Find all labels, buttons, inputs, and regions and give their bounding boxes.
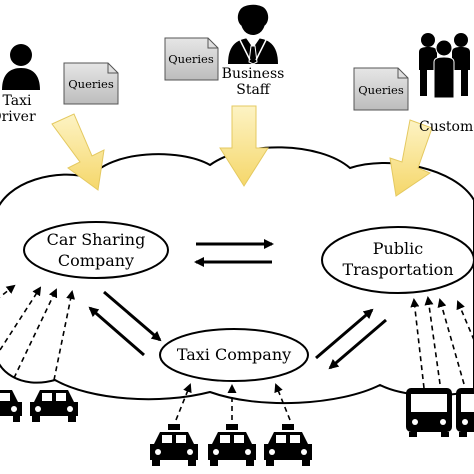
- dashed-arrow-taxi1: [175, 383, 192, 421]
- dashed-arrow-taxi3: [274, 383, 291, 421]
- customers-label: Customers: [419, 119, 474, 135]
- dashed-arrow-car0: [0, 284, 16, 298]
- queries-doc-right: Queries: [353, 67, 409, 111]
- dashed-arrow-bus-c: [437, 298, 465, 385]
- taxi-company-node: Taxi Company: [159, 328, 309, 382]
- query-arrow-left: [51, 113, 105, 191]
- arrow-taxi-to-carsharing: [88, 306, 145, 357]
- arrow-taxi-to-public: [315, 308, 374, 360]
- taxi-driver-label-line1: Taxi: [3, 93, 32, 109]
- business-staff-label-line2: Staff: [236, 82, 271, 98]
- dashed-arrow-car2: [53, 290, 76, 381]
- public-transportation-label-line2: Trasportation: [342, 260, 453, 279]
- dashed-arrow-bus-a: [410, 298, 425, 389]
- car-sharing-company-node: Car Sharing Company: [23, 221, 169, 279]
- query-arrow-right: [389, 119, 433, 197]
- taxi-icon: [208, 424, 256, 466]
- dashed-arrow-car1-a: [0, 286, 42, 351]
- taxi-driver-label-line2: Driver: [0, 109, 36, 125]
- queries-label-right: Queries: [358, 83, 404, 97]
- car-icon: [0, 390, 22, 422]
- car-icon: [30, 390, 78, 422]
- car-sharing-label-line2: Company: [58, 251, 134, 270]
- queries-doc-center: Queries: [164, 37, 219, 81]
- public-transportation-label-line1: Public: [373, 239, 424, 258]
- business-staff-label-line1: Business: [222, 66, 285, 82]
- person-icon: [2, 44, 40, 90]
- car-sharing-label-line1: Car Sharing: [47, 230, 146, 249]
- businessman-icon: [228, 4, 278, 65]
- queries-doc-left: Queries: [63, 62, 119, 105]
- arrow-carsharing-to-taxi: [103, 290, 162, 342]
- queries-label-center: Queries: [168, 52, 214, 66]
- dashed-arrow-bus-b: [424, 296, 441, 385]
- arrow-public-to-taxi: [328, 318, 387, 370]
- public-transportation-node: Public Trasportation: [321, 226, 474, 294]
- bus-icon: [456, 388, 474, 437]
- taxi-company-label: Taxi Company: [177, 345, 291, 364]
- dashed-arrow-bus-d: [456, 300, 474, 341]
- taxi-icon: [264, 424, 312, 466]
- taxi-icon: [150, 424, 198, 466]
- query-arrow-center: [219, 105, 269, 187]
- group-icon: [419, 33, 470, 99]
- bus-icon: [406, 388, 452, 437]
- queries-label-left: Queries: [68, 77, 114, 91]
- dashed-arrow-car1-b: [13, 288, 58, 379]
